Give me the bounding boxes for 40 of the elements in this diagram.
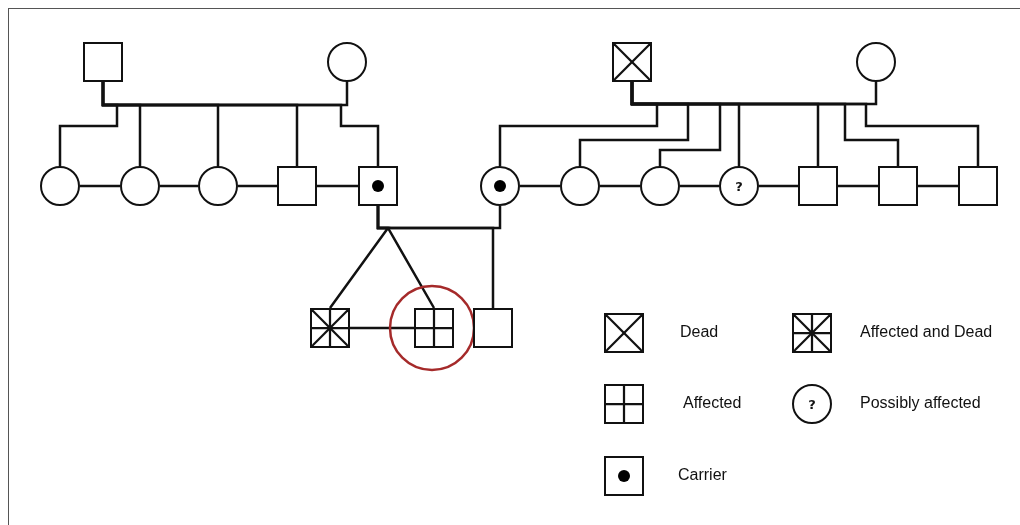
carrier-male-square [358, 166, 398, 206]
female-circle [40, 166, 80, 206]
female-circle [640, 166, 680, 206]
male-square [83, 42, 123, 82]
male-square [878, 166, 918, 206]
pedigree-line [238, 184, 277, 188]
pedigree-line [600, 184, 640, 188]
male-square [958, 166, 998, 206]
pedigree-line [80, 184, 120, 188]
pedigree-line [680, 184, 719, 188]
female-circle [327, 42, 367, 82]
female-circle [198, 166, 238, 206]
female-circle [560, 166, 600, 206]
pedigree-line [918, 184, 958, 188]
pedigree-line [630, 82, 980, 166]
pedigree-line [838, 184, 878, 188]
affected-male-square [414, 308, 454, 348]
pedigree-line [101, 82, 380, 166]
pedigree-line [350, 326, 414, 330]
legend-label: Carrier [678, 466, 727, 484]
carrier-female-circle [480, 166, 520, 206]
male-square [277, 166, 317, 206]
question-mark: ? [808, 396, 816, 412]
male-square [473, 308, 513, 348]
possibly-affected-circle [719, 166, 759, 206]
female-circle [856, 42, 896, 82]
male-square [798, 166, 838, 206]
pedigree-line [520, 184, 560, 188]
legend-label: Affected [683, 394, 742, 412]
question-mark: ? [735, 178, 743, 194]
pedigree-line [160, 184, 198, 188]
pedigree-line [376, 206, 495, 308]
pedigree-line [759, 184, 798, 188]
legend-label: Dead [680, 323, 719, 341]
pedigree-line [317, 184, 358, 188]
affected-dead-male-square [310, 308, 350, 348]
dead-male-square [612, 42, 652, 82]
female-circle [120, 166, 160, 206]
legend-label: Affected and Dead [860, 323, 993, 341]
legend-label: Possibly affected [860, 394, 981, 412]
